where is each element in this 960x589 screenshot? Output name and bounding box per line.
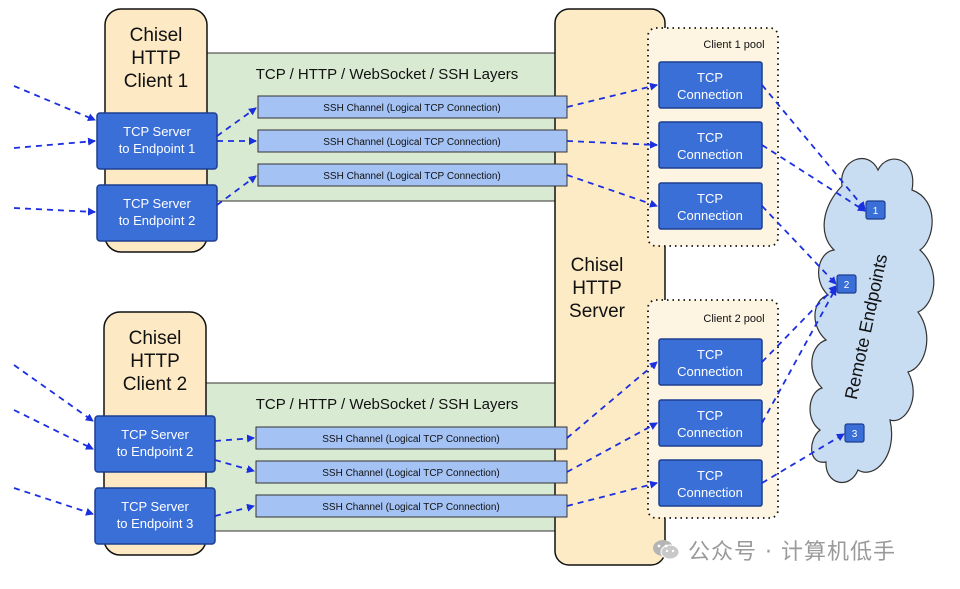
- pool2-conn1-line: TCP: [697, 347, 723, 362]
- client2-server2-line: to Endpoint 3: [117, 516, 194, 531]
- arrow: [566, 82, 658, 108]
- client1-title: Chisel HTTP Client 1: [124, 25, 188, 92]
- client2-tcp-server-endpoint2: [94, 415, 216, 473]
- pool1-conn2-line: Connection: [677, 147, 743, 162]
- arrow: [761, 285, 837, 363]
- client1-ssh-channel-label: SSH Channel (Logical TCP Connection): [323, 103, 501, 114]
- pool2-conn2-line: Connection: [677, 425, 743, 440]
- client2-title-line: HTTP: [130, 351, 180, 372]
- pool2-conn2-line: TCP: [697, 408, 723, 423]
- remote-endpoint-2: [836, 274, 857, 294]
- client2-server1-line: to Endpoint 2: [117, 444, 194, 459]
- client1-layers-label: TCP / HTTP / WebSocket / SSH Layers: [256, 66, 519, 83]
- remote-endpoint-3-label: 3: [852, 429, 858, 440]
- remote-endpoint-2-label: 2: [844, 280, 850, 291]
- client2-ssh-channel-label: SSH Channel (Logical TCP Connection): [322, 434, 500, 445]
- arrow: [761, 84, 866, 210]
- pool2-conn1-line: Connection: [677, 364, 743, 379]
- client2-ssh-channel-label: SSH Channel (Logical TCP Connection): [322, 468, 500, 479]
- arrow: [13, 85, 96, 121]
- client1-server2-line: to Endpoint 2: [119, 213, 196, 228]
- client2-title-line: Chisel: [129, 328, 182, 349]
- arrow: [13, 364, 94, 422]
- client1-server1-line: to Endpoint 1: [119, 141, 196, 156]
- client1-ssh-channel-label: SSH Channel (Logical TCP Connection): [323, 137, 501, 148]
- pool2-conn3-line: Connection: [677, 485, 743, 500]
- pool1-label: Client 1 pool: [703, 39, 764, 51]
- pool1-conn1-line: Connection: [677, 87, 743, 102]
- arrow: [13, 487, 94, 516]
- arrow: [13, 409, 94, 450]
- arrow: [761, 205, 837, 285]
- server-title-line: HTTP: [572, 278, 622, 299]
- arrow: [761, 287, 837, 424]
- remote-endpoint-1: [865, 200, 886, 220]
- arrow: [566, 174, 658, 208]
- pool2-conn3-line: TCP: [697, 468, 723, 483]
- arrow: [566, 480, 658, 507]
- connection-arrows: [13, 82, 866, 517]
- arrow: [216, 175, 257, 206]
- arrow: [216, 107, 257, 137]
- client1-server2-line: TCP Server: [123, 196, 191, 211]
- arrow: [13, 207, 96, 216]
- server-container: [554, 8, 666, 566]
- pool1-conn1-line: TCP: [697, 70, 723, 85]
- remote-endpoint-3: [844, 423, 865, 443]
- arrow: [566, 140, 658, 149]
- pool1-conn2-line: TCP: [697, 130, 723, 145]
- client1-title-line: Chisel: [130, 25, 183, 46]
- server-title-line: Server: [569, 301, 626, 322]
- arrow: [761, 433, 845, 484]
- server-title-line: Chisel: [571, 255, 624, 276]
- arrow: [13, 137, 96, 149]
- client2-title: Chisel HTTP Client 2: [123, 328, 187, 395]
- client2-layers-label: TCP / HTTP / WebSocket / SSH Layers: [256, 396, 519, 413]
- pool2-label: Client 2 pool: [703, 313, 764, 325]
- remote-endpoint-1-label: 1: [873, 206, 879, 217]
- arrow: [566, 361, 658, 439]
- watermark: 公众号 · 计算机低手: [652, 534, 896, 566]
- client2-title-line: Client 2: [123, 374, 187, 395]
- server-title: Chisel HTTP Server: [569, 255, 626, 322]
- watermark-text: 公众号 · 计算机低手: [688, 540, 896, 565]
- client1-ssh-channel-label: SSH Channel (Logical TCP Connection): [323, 171, 501, 182]
- arrow: [761, 144, 866, 212]
- arrow: [214, 459, 255, 473]
- pool1-conn3-line: TCP: [697, 191, 723, 206]
- client2-server1-line: TCP Server: [121, 427, 189, 442]
- client2-ssh-channel-label: SSH Channel (Logical TCP Connection): [322, 502, 500, 513]
- client1-title-line: HTTP: [131, 48, 181, 69]
- client1-tcp-server-endpoint2: [96, 184, 218, 242]
- client1-server1-line: TCP Server: [123, 124, 191, 139]
- pool1-conn3-line: Connection: [677, 208, 743, 223]
- wechat-icon: [652, 539, 680, 561]
- client2-server2-line: TCP Server: [121, 499, 189, 514]
- arrow: [214, 503, 255, 517]
- client1-title-line: Client 1: [124, 71, 188, 92]
